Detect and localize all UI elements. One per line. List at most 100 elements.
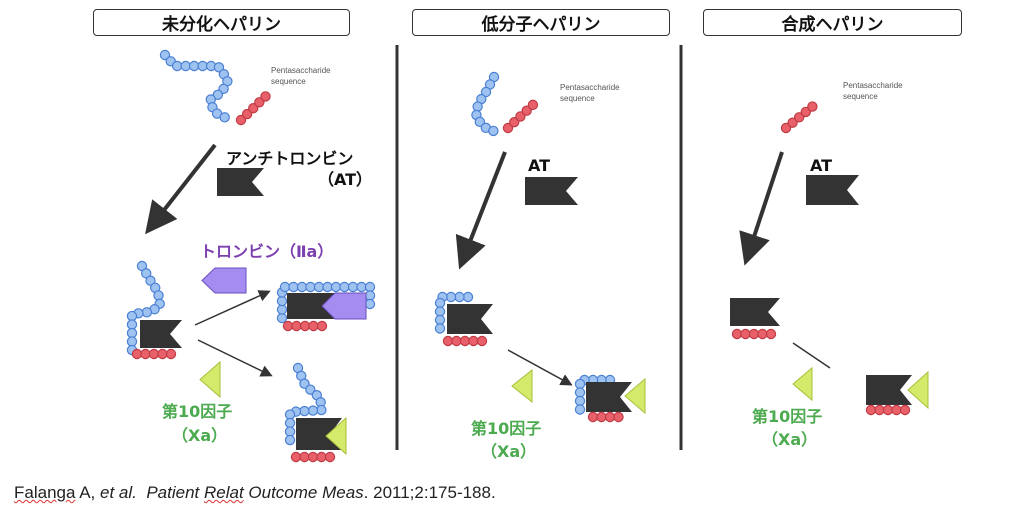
pentasaccharide-bead [291, 320, 302, 332]
pentasaccharide-bead [740, 328, 751, 340]
pentasaccharide-bead [587, 411, 599, 423]
factor-xa-abbr-label: （Xa） [762, 430, 817, 449]
panel-title: 低分子ヘパリン [481, 15, 601, 35]
heparin-bead [462, 291, 474, 303]
heparin-bead [472, 101, 483, 112]
antithrombin-label: AT [810, 156, 832, 175]
factor-xa-shape [325, 416, 347, 456]
pentasaccharide-bead [165, 348, 177, 360]
antithrombin-label: アンチトロンビン [226, 149, 353, 168]
heparin-bead [364, 290, 376, 301]
heparin-bead [305, 281, 316, 293]
heparin-bead [296, 281, 308, 293]
pentasaccharide-bead [260, 91, 271, 102]
arrow [739, 151, 784, 266]
pentasaccharide-label: Pentasaccharide [843, 81, 903, 90]
antithrombin-shape [806, 175, 859, 205]
pentasaccharide-bead [299, 451, 310, 463]
heparin-bead [276, 312, 288, 324]
citation: Falanga A, et al. Patient Relat Outcome … [14, 483, 496, 503]
heparin-bead [212, 89, 224, 100]
pentasaccharide-bead [800, 106, 811, 118]
heparin-bead [126, 310, 138, 322]
pentasaccharide-bead [307, 451, 319, 463]
pentasaccharide-label: sequence [271, 77, 306, 86]
antithrombin-abbr-label: （AT） [318, 170, 372, 189]
pentasaccharide-bead [468, 335, 479, 347]
heparin-bead [316, 404, 327, 416]
pentasaccharide-label: sequence [560, 94, 595, 103]
pentasaccharide-label: Pentasaccharide [271, 66, 331, 75]
arrow [194, 290, 271, 326]
citation-etal: et al. [100, 483, 137, 502]
heparin-bead [279, 281, 291, 293]
heparin-bead [488, 125, 499, 137]
antithrombin-shape [296, 418, 342, 450]
pentasaccharide-bead [787, 117, 798, 128]
heparin-bead [126, 327, 138, 339]
heparin-bead [307, 405, 319, 416]
heparin-bead [153, 290, 164, 301]
pentasaccharide-bead [780, 122, 792, 134]
factor-xa-abbr-label: （Xa） [481, 442, 536, 461]
antithrombin-label: AT [528, 156, 550, 175]
heparin-bead [180, 60, 191, 72]
antithrombin-shape [447, 304, 493, 334]
heparin-bead [188, 60, 200, 72]
heparin-bead [276, 295, 288, 307]
pentasaccharide-bead [442, 335, 454, 347]
heparin-bead [126, 319, 138, 330]
heparin-bead [171, 60, 183, 72]
factor-xa-shape [199, 360, 221, 399]
heparin-bead [305, 384, 316, 395]
pentasaccharide-bead [282, 320, 294, 332]
arrow [455, 151, 507, 270]
pentasaccharide-bead [502, 122, 514, 134]
pentasaccharide-bead [509, 117, 520, 128]
heparin-bead [284, 409, 296, 420]
pentasaccharide-bead [765, 328, 777, 340]
heparin-bead [322, 281, 333, 293]
heparin-bead [434, 306, 446, 317]
arrow [145, 143, 217, 235]
pentasaccharide-bead [596, 411, 607, 423]
pentasaccharide-bead [248, 103, 259, 114]
heparin-bead [284, 426, 296, 437]
pentasaccharide-bead [527, 99, 539, 111]
antithrombin-shape [586, 382, 632, 412]
pentasaccharide-bead [515, 111, 526, 122]
heparin-bead [159, 49, 171, 61]
arrow [792, 342, 831, 369]
heparin-bead [197, 60, 208, 72]
antithrombin-shape [217, 168, 264, 196]
factor-xa-shape [511, 368, 533, 404]
heparin-mechanism-diagram: Pentasaccharide sequence アンチトロンビン （AT） ト… [126, 45, 929, 463]
factor-xa-shape [624, 377, 646, 415]
antithrombin-shape [525, 177, 578, 205]
pentasaccharide-bead [793, 112, 805, 123]
pentasaccharide-bead [254, 97, 265, 108]
heparin-bead [574, 387, 586, 398]
heparin-bead [313, 281, 325, 293]
heparin-bead [339, 281, 350, 293]
header-unfractionated-heparin: 未分化ヘパリン [93, 9, 350, 36]
panel-title: 未分化ヘパリン [162, 15, 281, 35]
factor-xa-label: 第10因子 [162, 402, 232, 421]
heparin-bead [574, 395, 586, 407]
heparin-bead [364, 298, 376, 310]
heparin-bead [574, 378, 586, 390]
heparin-bead [434, 323, 446, 334]
heparin-bead [299, 405, 310, 417]
heparin-bead [219, 112, 230, 123]
pentasaccharide-bead [459, 335, 471, 347]
pentasaccharide-bead [891, 404, 902, 416]
heparin-bead [141, 307, 153, 318]
antithrombin-shape [287, 293, 335, 319]
heparin-bead [445, 291, 457, 303]
heparin-bead [276, 304, 288, 315]
pentasaccharide-bead [235, 114, 247, 126]
citation-text: A, [75, 483, 101, 502]
pentasaccharide-bead [882, 404, 894, 416]
pentasaccharide-bead [476, 335, 488, 347]
pentasaccharide-bead [290, 451, 302, 463]
